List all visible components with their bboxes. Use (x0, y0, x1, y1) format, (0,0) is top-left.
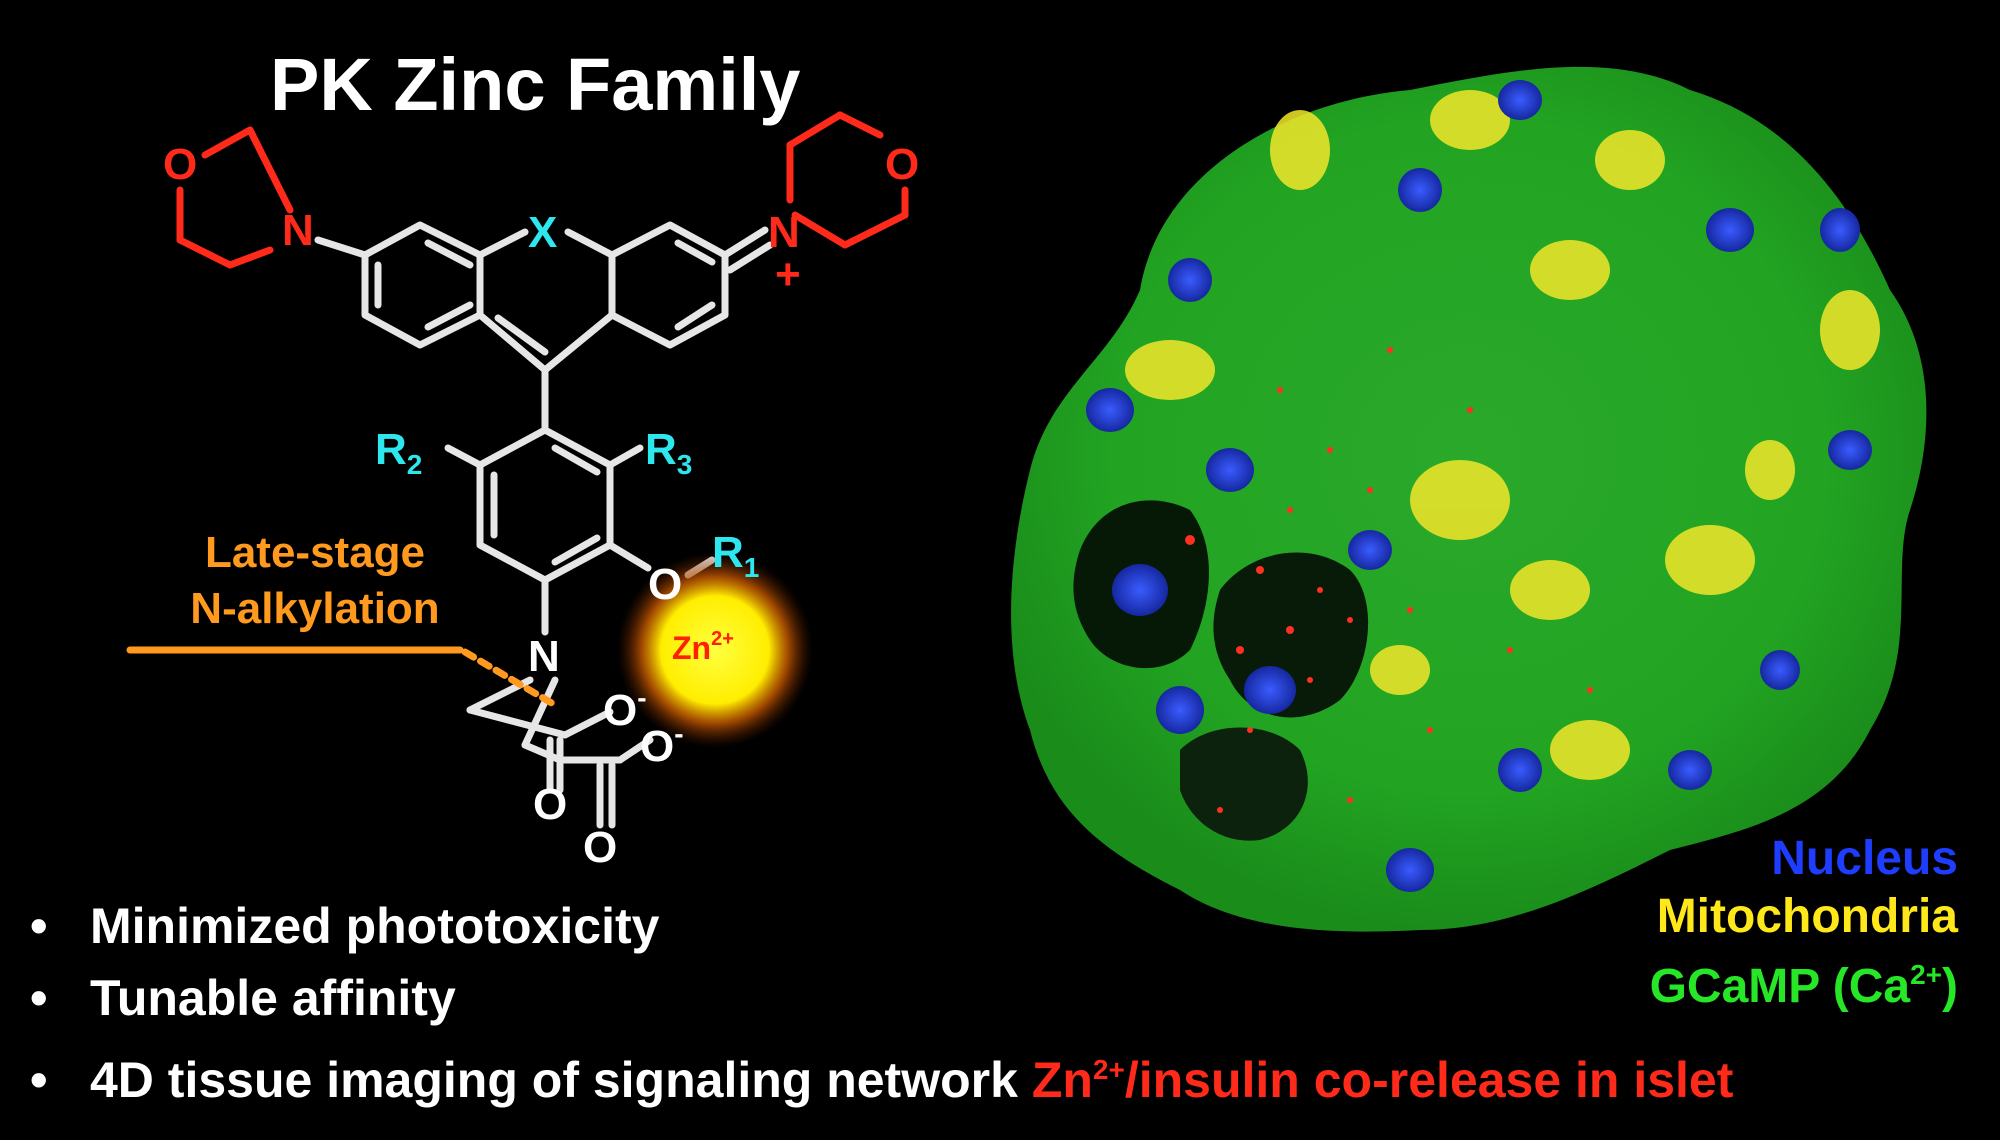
substituent-r2: R2 (375, 425, 423, 480)
bullet-minimized-phototoxicity: •Minimized phototoxicity (30, 898, 660, 954)
ether-oxygen: O (648, 560, 683, 609)
channel-legend: Nucleus Mitochondria GCaMP (Ca2+) (1650, 830, 1958, 1016)
late-stage-label: Late-stage N-alkylation (150, 525, 480, 637)
right-morpholine-oxygen: O (885, 140, 920, 189)
legend-gcamp: GCaMP (Ca2+) (1649, 959, 1958, 1013)
left-morpholine-nitrogen: N (282, 206, 314, 255)
substituent-r1: R1 (712, 528, 760, 583)
right-morpholine-ring (786, 111, 909, 249)
xanthene-bridge-atom: X (528, 208, 558, 257)
legend-nucleus: Nucleus (1771, 832, 1958, 885)
right-morpholine-nitrogen: N (768, 208, 800, 257)
chemical-structure (126, 111, 909, 829)
late-stage-line1: Late-stage (204, 528, 426, 577)
legend-mitochondria: Mitochondria (1656, 890, 1958, 943)
late-stage-line2: N-alkylation (190, 584, 440, 633)
bullet-4d-imaging: •4D tissue imaging of signaling network … (30, 1052, 1734, 1108)
substituent-r3: R3 (645, 425, 693, 480)
carboxylate-oxygen-1: O- (603, 682, 647, 735)
bullet-tunable-affinity: •Tunable affinity (30, 970, 456, 1026)
aniline-nitrogen: N (528, 632, 560, 681)
feature-bullet-list: •Minimized phototoxicity •Tunable affini… (30, 890, 1733, 1116)
carboxylate-oxygen-2: O- (640, 718, 684, 771)
left-morpholine-oxygen: O (163, 140, 198, 189)
page-title: PK Zinc Family (270, 43, 801, 126)
carbonyl-oxygen-1: O (533, 780, 568, 829)
carbonyl-oxygen-2: O (583, 823, 618, 872)
left-morpholine-ring (176, 126, 294, 269)
nitrogen-positive-charge: + (775, 250, 801, 299)
zinc-ion-glow (617, 552, 813, 748)
late-stage-pointer (126, 646, 559, 709)
zinc-ion-label: Zn2+ (672, 628, 734, 666)
islet-microscopy-image (1011, 66, 1927, 932)
